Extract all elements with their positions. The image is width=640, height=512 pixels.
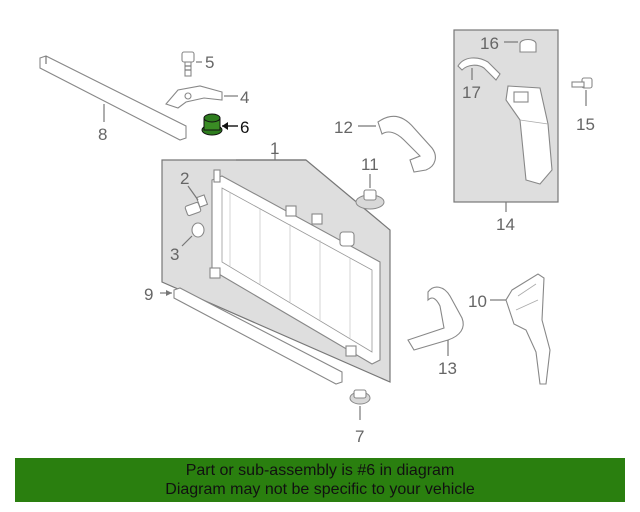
label-9[interactable]: 9 xyxy=(144,285,153,304)
label-8[interactable]: 8 xyxy=(98,125,107,144)
part-17-overflow-hose[interactable] xyxy=(457,57,501,81)
label-5[interactable]: 5 xyxy=(205,53,214,72)
part-9-lower-seal[interactable] xyxy=(173,287,343,385)
label-6[interactable]: 6 xyxy=(240,118,249,137)
part-6-grommet[interactable] xyxy=(201,113,223,136)
label-3[interactable]: 3 xyxy=(170,245,179,264)
leader-2 xyxy=(187,185,199,201)
part-14-reservoir-tank[interactable] xyxy=(505,85,553,185)
part-11-radiator-cap[interactable] xyxy=(355,189,385,210)
label-2[interactable]: 2 xyxy=(180,169,189,188)
part-15-bolt[interactable] xyxy=(571,77,593,89)
banner-line-1: Part or sub-assembly is #6 in diagram xyxy=(185,462,455,479)
label-11[interactable]: 11 xyxy=(361,155,379,174)
label-17[interactable]: 17 xyxy=(462,83,481,102)
part-8-seal-strip[interactable] xyxy=(39,55,187,141)
part-16-reservoir-cap[interactable] xyxy=(519,38,537,53)
label-4[interactable]: 4 xyxy=(240,88,249,107)
label-13[interactable]: 13 xyxy=(438,359,457,378)
part-1-radiator[interactable] xyxy=(209,169,381,365)
banner-line-2: Diagram may not be specific to your vehi… xyxy=(165,481,475,498)
part-10-air-guide[interactable] xyxy=(505,273,551,385)
part-5-bolt[interactable] xyxy=(181,51,195,77)
part-13-lower-hose[interactable] xyxy=(407,286,464,351)
part-3-o-ring[interactable] xyxy=(191,222,205,238)
part-12-upper-hose[interactable] xyxy=(377,115,436,173)
label-12[interactable]: 12 xyxy=(334,118,353,137)
arrow-9 xyxy=(166,290,172,296)
label-7[interactable]: 7 xyxy=(355,427,364,446)
arrow-6 xyxy=(222,122,228,130)
label-1[interactable]: 1 xyxy=(270,139,279,158)
leader-3 xyxy=(181,235,193,247)
label-14[interactable]: 14 xyxy=(496,215,515,234)
label-16[interactable]: 16 xyxy=(480,34,499,53)
label-15[interactable]: 15 xyxy=(576,115,595,134)
label-10[interactable]: 10 xyxy=(468,292,487,311)
part-7-clip[interactable] xyxy=(349,389,371,405)
info-banner: Part or sub-assembly is #6 in diagram Di… xyxy=(15,458,625,502)
part-2-drain-plug[interactable] xyxy=(184,194,209,217)
part-4-bracket[interactable] xyxy=(165,85,223,109)
